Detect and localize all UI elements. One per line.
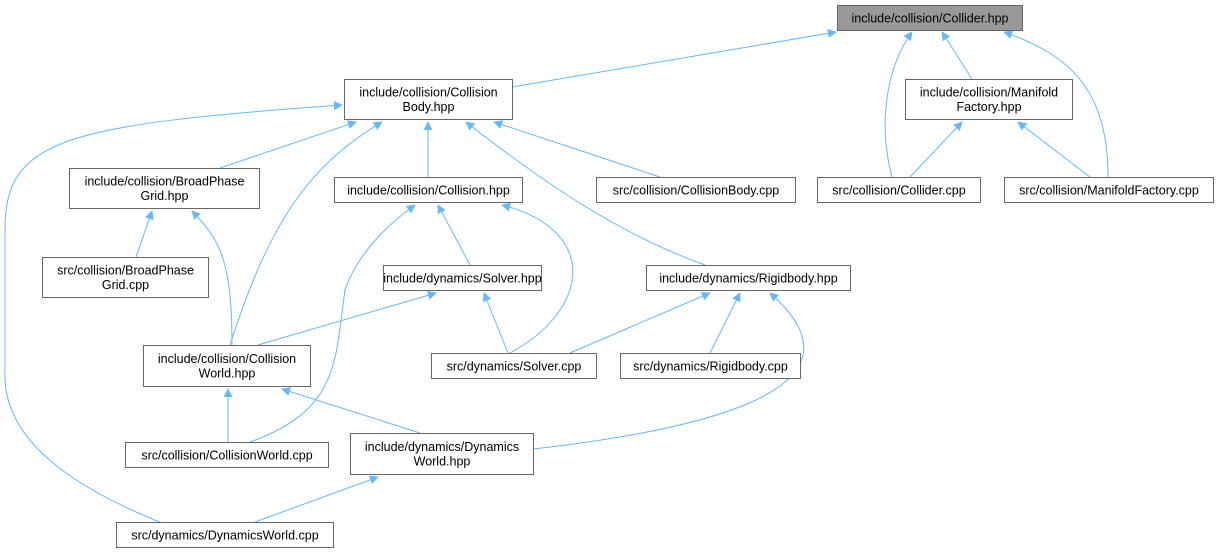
edge-solver-cpp-to-collision-hpp bbox=[501, 202, 574, 354]
node-label-line: include/dynamics/Solver.hpp bbox=[383, 271, 541, 285]
node-dynamicsworld-hpp[interactable]: include/dynamics/DynamicsWorld.hpp bbox=[350, 433, 534, 475]
node-box bbox=[431, 353, 597, 379]
edge-manifoldfactory-cpp-to-collider-hpp bbox=[1003, 30, 1109, 178]
node-solver-cpp[interactable]: src/dynamics/Solver.cpp bbox=[431, 353, 597, 379]
edge-solver-hpp-to-collision-hpp bbox=[437, 204, 471, 266]
edge-collider-cpp-to-collider-hpp bbox=[884, 31, 913, 178]
node-label-line: Grid.cpp bbox=[102, 278, 149, 292]
node-box bbox=[344, 79, 513, 120]
node-label-line: include/collision/Manifold bbox=[920, 86, 1058, 100]
node-collisionworld-cpp[interactable]: src/collision/CollisionWorld.cpp bbox=[125, 442, 329, 468]
node-collisionbody-hpp[interactable]: include/collision/CollisionBody.hpp bbox=[344, 79, 513, 120]
edge-solver-cpp-to-rigidbody-hpp bbox=[569, 292, 711, 354]
edge-dynamicsworld-cpp-to-collisionbody-hpp bbox=[4, 101, 343, 548]
node-box bbox=[817, 177, 981, 203]
file-nodes: include/collision/Collider.hpp include/co… bbox=[42, 5, 1214, 548]
node-label-line: Grid.hpp bbox=[141, 189, 189, 203]
node-box bbox=[334, 177, 523, 203]
node-rigidbody-hpp[interactable]: include/dynamics/Rigidbody.hpp bbox=[646, 265, 851, 291]
node-box bbox=[42, 257, 209, 298]
node-label-line: src/collision/CollisionBody.cpp bbox=[613, 183, 780, 197]
node-label-line: Factory.hpp bbox=[956, 100, 1021, 114]
node-label-line: src/collision/Collider.cpp bbox=[832, 183, 965, 197]
node-manifoldfactory-hpp[interactable]: include/collision/ManifoldFactory.hpp bbox=[905, 79, 1073, 120]
node-label-line: src/dynamics/Solver.cpp bbox=[447, 359, 582, 373]
edge-collisionworld-hpp-to-collisionbody-hpp bbox=[229, 121, 383, 346]
node-box bbox=[143, 345, 311, 387]
edge-dynamicsworld-cpp-to-dynamicsworld-hpp bbox=[254, 475, 379, 523]
node-collider-cpp[interactable]: src/collision/Collider.cpp bbox=[817, 177, 981, 203]
node-label-line: src/dynamics/Rigidbody.cpp bbox=[633, 359, 788, 373]
edge-collisionworld-cpp-to-collision-hpp bbox=[249, 204, 416, 443]
edge-collider-cpp-to-manifoldfactory-hpp bbox=[909, 121, 963, 178]
node-dynamicsworld-cpp[interactable]: src/dynamics/DynamicsWorld.cpp bbox=[116, 522, 334, 548]
node-label-line: include/collision/Collider.hpp bbox=[851, 11, 1008, 25]
node-rigidbody-cpp[interactable]: src/dynamics/Rigidbody.cpp bbox=[620, 353, 801, 379]
edge-dynamicsworld-hpp-to-rigidbody-hpp bbox=[532, 292, 805, 450]
node-label-line: src/collision/ManifoldFactory.cpp bbox=[1019, 183, 1199, 197]
node-box bbox=[646, 265, 851, 291]
edge-manifoldfactory-hpp-to-collider-hpp bbox=[941, 31, 973, 80]
node-box bbox=[116, 522, 334, 548]
node-label-line: src/dynamics/DynamicsWorld.cpp bbox=[131, 528, 318, 542]
node-collisionbody-cpp[interactable]: src/collision/CollisionBody.cpp bbox=[596, 177, 796, 203]
node-label-line: World.hpp bbox=[199, 367, 256, 381]
edge-rigidbody-hpp-to-collisionbody-hpp bbox=[465, 121, 706, 266]
node-label-line: World.hpp bbox=[414, 455, 471, 469]
edge-dynamicsworld-hpp-to-collisionworld-hpp bbox=[281, 387, 421, 434]
edge-solver-cpp-to-solver-hpp bbox=[482, 292, 509, 354]
node-box bbox=[596, 177, 796, 203]
edge-collisionworld-hpp-to-solver-hpp bbox=[257, 290, 437, 346]
node-label-line: include/dynamics/Rigidbody.hpp bbox=[659, 271, 837, 285]
node-label-line: include/collision/Collision.hpp bbox=[347, 183, 510, 197]
node-label-line: include/collision/Collision bbox=[359, 86, 497, 100]
edge-collisionbody-hpp-to-collider-hpp bbox=[511, 28, 837, 88]
node-box bbox=[383, 265, 542, 291]
node-box bbox=[837, 5, 1023, 31]
node-collision-hpp[interactable]: include/collision/Collision.hpp bbox=[334, 177, 523, 203]
node-box bbox=[620, 353, 801, 379]
node-label-line: include/collision/BroadPhase bbox=[85, 175, 245, 189]
node-label-line: include/dynamics/Dynamics bbox=[365, 440, 519, 454]
node-label-line: src/collision/BroadPhase bbox=[57, 264, 194, 278]
dependency-edges bbox=[4, 28, 1109, 548]
node-box bbox=[69, 168, 260, 209]
node-collider-hpp[interactable]: include/collision/Collider.hpp bbox=[837, 5, 1023, 31]
node-box bbox=[1004, 177, 1214, 203]
node-label-line: Body.hpp bbox=[403, 100, 455, 114]
node-label-line: src/collision/CollisionWorld.cpp bbox=[141, 448, 312, 462]
edge-rigidbody-cpp-to-rigidbody-hpp bbox=[709, 292, 741, 354]
edge-collisionbody-cpp-to-collisionbody-hpp bbox=[493, 120, 661, 178]
edge-broadphasegrid-hpp-to-collisionbody-hpp bbox=[219, 120, 357, 169]
node-box bbox=[905, 79, 1073, 120]
node-box bbox=[125, 442, 329, 468]
node-solver-hpp[interactable]: include/dynamics/Solver.hpp bbox=[383, 265, 542, 291]
node-collisionworld-hpp[interactable]: include/collision/CollisionWorld.hpp bbox=[143, 345, 311, 387]
node-box bbox=[350, 433, 534, 475]
node-manifoldfactory-cpp[interactable]: src/collision/ManifoldFactory.cpp bbox=[1004, 177, 1214, 203]
edge-collisionworld-hpp-to-broadphasegrid-hpp bbox=[191, 210, 233, 346]
node-label-line: include/collision/Collision bbox=[158, 352, 296, 366]
edge-manifoldfactory-cpp-to-manifoldfactory-hpp bbox=[1017, 121, 1091, 178]
edge-broadphasegrid-cpp-to-broadphasegrid-hpp bbox=[135, 210, 154, 258]
